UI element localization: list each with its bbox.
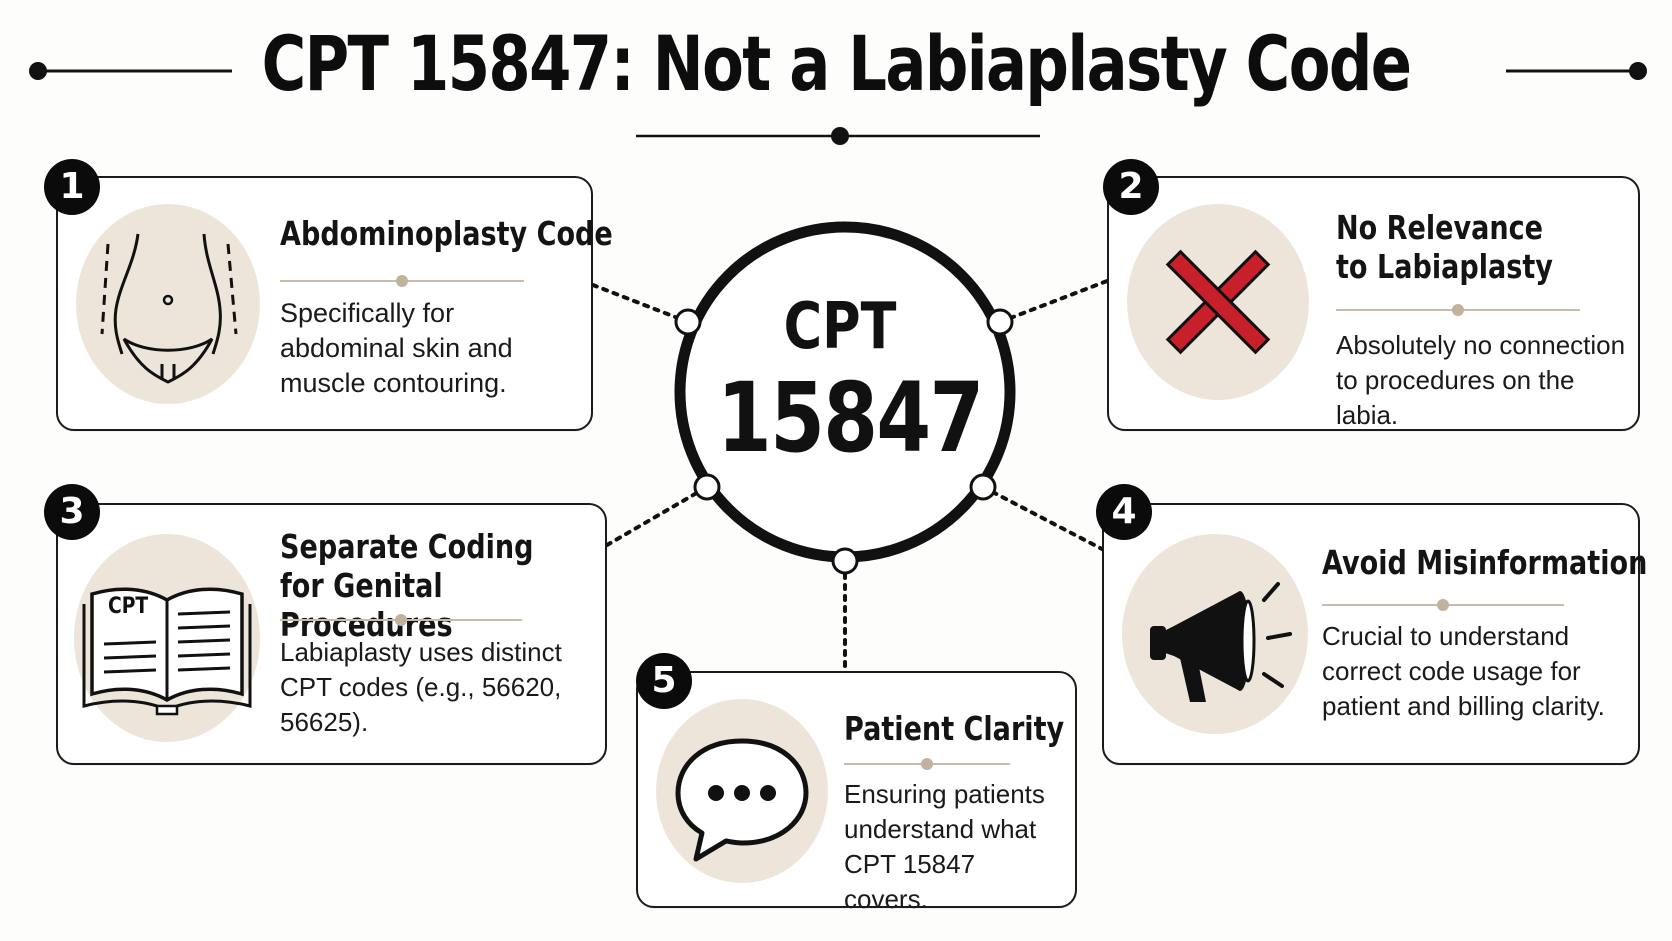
card-title: Separate Coding for Genital Procedures: [280, 527, 534, 644]
title-rule-left: [29, 62, 232, 80]
page-title: CPT 15847: Not a Labiaplasty Code: [261, 19, 1412, 108]
speech-bubble-icon: [656, 699, 828, 883]
hub-ring: [674, 221, 1016, 575]
separator: [1336, 304, 1580, 316]
red-x-icon: [1127, 204, 1309, 400]
book-label: CPT: [108, 594, 149, 619]
connector-3: [605, 485, 709, 547]
card-title: Avoid Misinformation: [1322, 543, 1648, 582]
card-patient-clarity: Patient Clarity Ensuring patients unders…: [636, 671, 1077, 914]
card-no-relevance: No Relevance to Labiaplasty Absolutely n…: [1107, 176, 1640, 431]
badge-4: 4: [1096, 484, 1152, 540]
badge-2: 2: [1103, 159, 1159, 215]
card-title: Abdominoplasty Code: [280, 214, 613, 253]
separator: [280, 275, 524, 287]
card-separate-coding: CPT Separate Coding for Genital Procedur…: [56, 503, 607, 765]
badge-5: 5: [636, 653, 692, 709]
connector-1: [591, 283, 690, 324]
megaphone-icon: [1122, 534, 1308, 734]
card-text: Labiaplasty uses distinct CPT codes (e.g…: [280, 637, 562, 737]
card-abdominoplasty: Abdominoplasty Code Specifically for abd…: [56, 176, 613, 431]
card-text: Specifically for abdominal skin and musc…: [280, 298, 513, 398]
badge-3: 3: [44, 484, 100, 540]
connector-4: [981, 485, 1104, 551]
card-avoid-misinformation: Avoid Misinformation Crucial to understa…: [1102, 503, 1647, 765]
hub-label-code: 15847: [717, 362, 984, 474]
connector-2: [998, 279, 1109, 324]
separator: [280, 614, 522, 626]
title-rule-right: [1506, 62, 1647, 80]
card-text: Ensuring patients understand what CPT 15…: [844, 779, 1045, 914]
separator: [1322, 599, 1564, 611]
title-underline: [636, 127, 1040, 145]
card-text: Absolutely no connection to procedures o…: [1336, 330, 1626, 430]
card-text: Crucial to understand correct code usage…: [1322, 621, 1605, 721]
card-title: No Relevance to Labiaplasty: [1336, 208, 1553, 286]
cpt-book-icon: CPT: [74, 534, 260, 742]
hub-label-top: CPT: [783, 290, 897, 364]
separator: [844, 758, 1010, 770]
abdomen-outline-icon: [76, 204, 260, 404]
card-title: Patient Clarity: [844, 709, 1065, 748]
badge-1: 1: [44, 159, 100, 215]
